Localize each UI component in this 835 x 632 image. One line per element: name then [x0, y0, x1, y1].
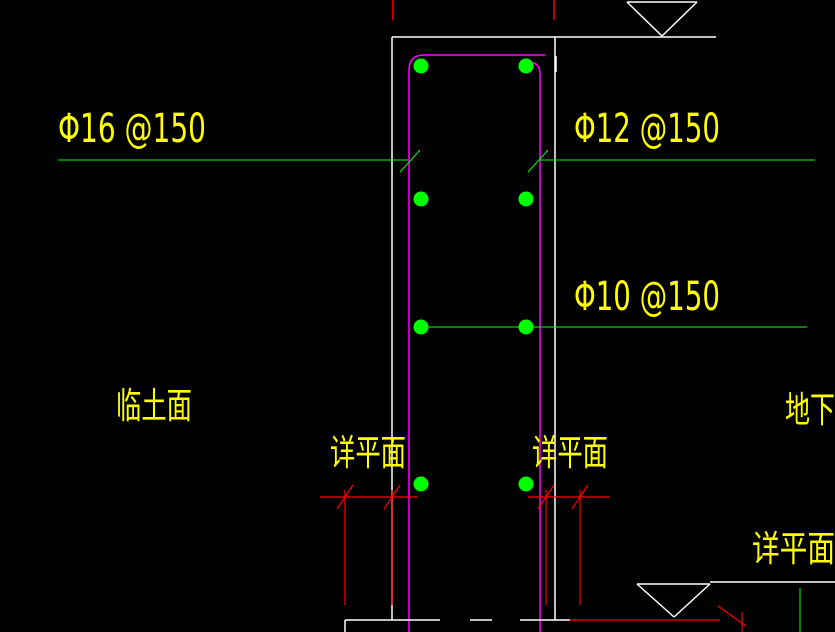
- rebar-dot: [518, 319, 534, 335]
- rebar-label-right: Φ12 @150: [574, 106, 720, 152]
- detail-label-mid: 详平面: [532, 433, 608, 474]
- face-label-underground: 地下: [785, 390, 835, 431]
- annotations: Φ16 @150 Φ12 @150 Φ10 @150 临土面 地下 详平面 详平…: [58, 106, 835, 570]
- rebar-label-tie: Φ10 @150: [574, 274, 720, 320]
- rebar-dot: [413, 191, 429, 207]
- axis-marks: [392, 0, 555, 20]
- level-symbol-bottom: [344, 581, 835, 632]
- rebar-label-left: Φ16 @150: [58, 106, 206, 152]
- rebar-dots: [413, 58, 534, 492]
- leader-lines: [58, 149, 815, 632]
- rebar-dot: [413, 476, 429, 492]
- face-label-soil: 临土面: [116, 386, 192, 427]
- detail-label-left: 详平面: [330, 433, 406, 474]
- rebar-dot: [518, 476, 534, 492]
- rebar-dot: [518, 58, 534, 74]
- level-symbol-top: [555, 1, 716, 38]
- detail-label-right: 详平面: [752, 529, 835, 570]
- rebar-dot: [413, 58, 429, 74]
- stirrup: [408, 54, 545, 632]
- dimension-lines: [320, 484, 747, 632]
- rebar-dot: [413, 319, 429, 335]
- rebar-dot: [518, 191, 534, 207]
